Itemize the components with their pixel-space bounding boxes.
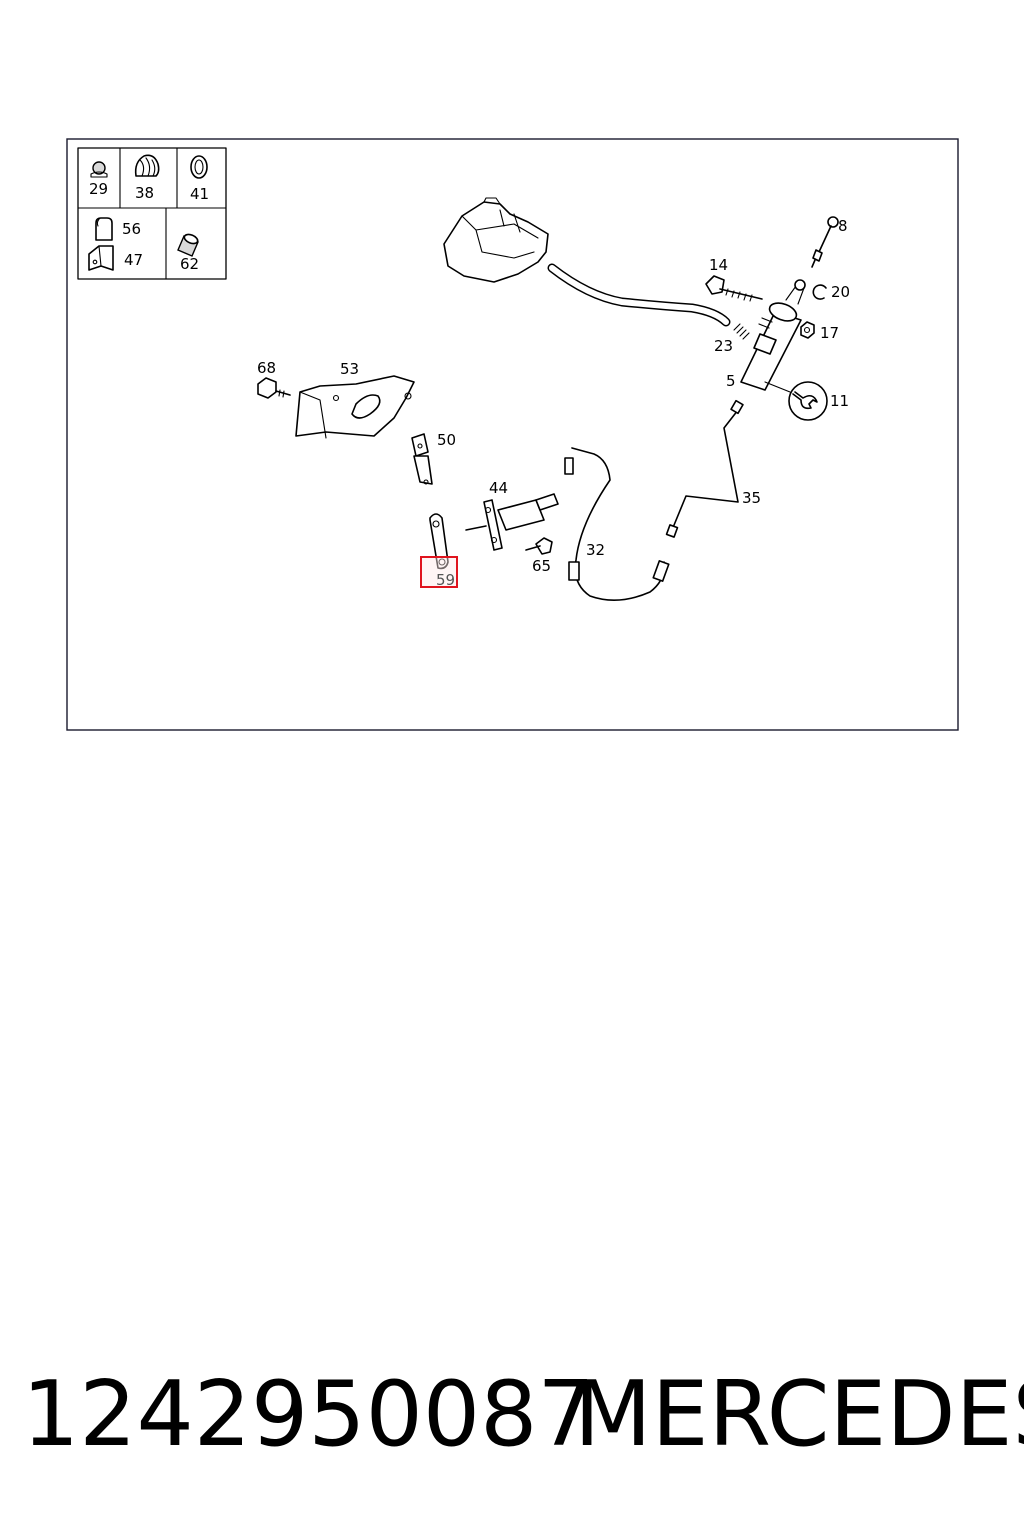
callout-8: 8 [838,217,848,235]
heat-shield-bracket-53 [295,375,415,439]
circlip-20 [812,284,827,300]
dust-boot-icon [134,154,160,177]
callout-11: 11 [830,392,849,410]
hose-fitting-32-end [652,560,670,582]
line-fitting-35-bottom [665,524,679,538]
callout-38: 38 [135,184,154,202]
bolt-14 [705,275,763,302]
brand-name: MERCEDES [574,1362,1024,1467]
pushrod-clevis [811,216,839,268]
bracket-50 [411,433,433,485]
highlight-box-59 [420,556,458,588]
callout-5: 5 [726,372,736,390]
callout-17: 17 [820,324,839,342]
callout-47: 47 [124,251,143,269]
callout-29: 29 [89,180,108,198]
callout-56: 56 [122,220,141,238]
callout-20: 20 [831,283,850,301]
footer: 1242950087 MERCEDES [0,1360,1024,1470]
spring-23 [733,323,750,340]
wrench-symbol-icon [788,381,828,421]
callout-35: 35 [742,489,761,507]
part-number: 1242950087 [22,1362,595,1467]
callout-68: 68 [257,359,276,377]
callout-14: 14 [709,256,728,274]
clutch-slave-cylinder [465,493,559,551]
parts-diagram: 29 38 41 56 47 62 [66,138,959,731]
callout-41: 41 [190,185,209,203]
callout-23: 23 [714,337,733,355]
sleeve-icon [177,233,199,257]
callout-32: 32 [586,541,605,559]
mount-bracket-icon [88,245,114,271]
callout-50: 50 [437,431,456,449]
callout-59: 59 [436,571,455,589]
bushing-icon [95,217,113,241]
callout-44: 44 [489,479,508,497]
parts-legend-table: 29 38 41 56 47 62 [77,147,227,280]
callout-62: 62 [180,255,199,273]
callout-65: 65 [532,557,551,575]
hose-fitting-32-mid [568,561,580,581]
bolt-65 [525,537,553,555]
clutch-master-cylinder [740,279,806,391]
hydraulic-line-35 [671,409,739,531]
gasket-59 [429,513,449,570]
boot-small-icon [90,161,108,178]
nut-17 [800,321,815,339]
fluid-reservoir [443,197,549,283]
seal-ring-icon [190,155,208,179]
line-fitting-35-top [730,399,744,415]
bolt-68 [257,377,291,399]
hose-fitting-32-top [564,457,574,475]
callout-53: 53 [340,360,359,378]
